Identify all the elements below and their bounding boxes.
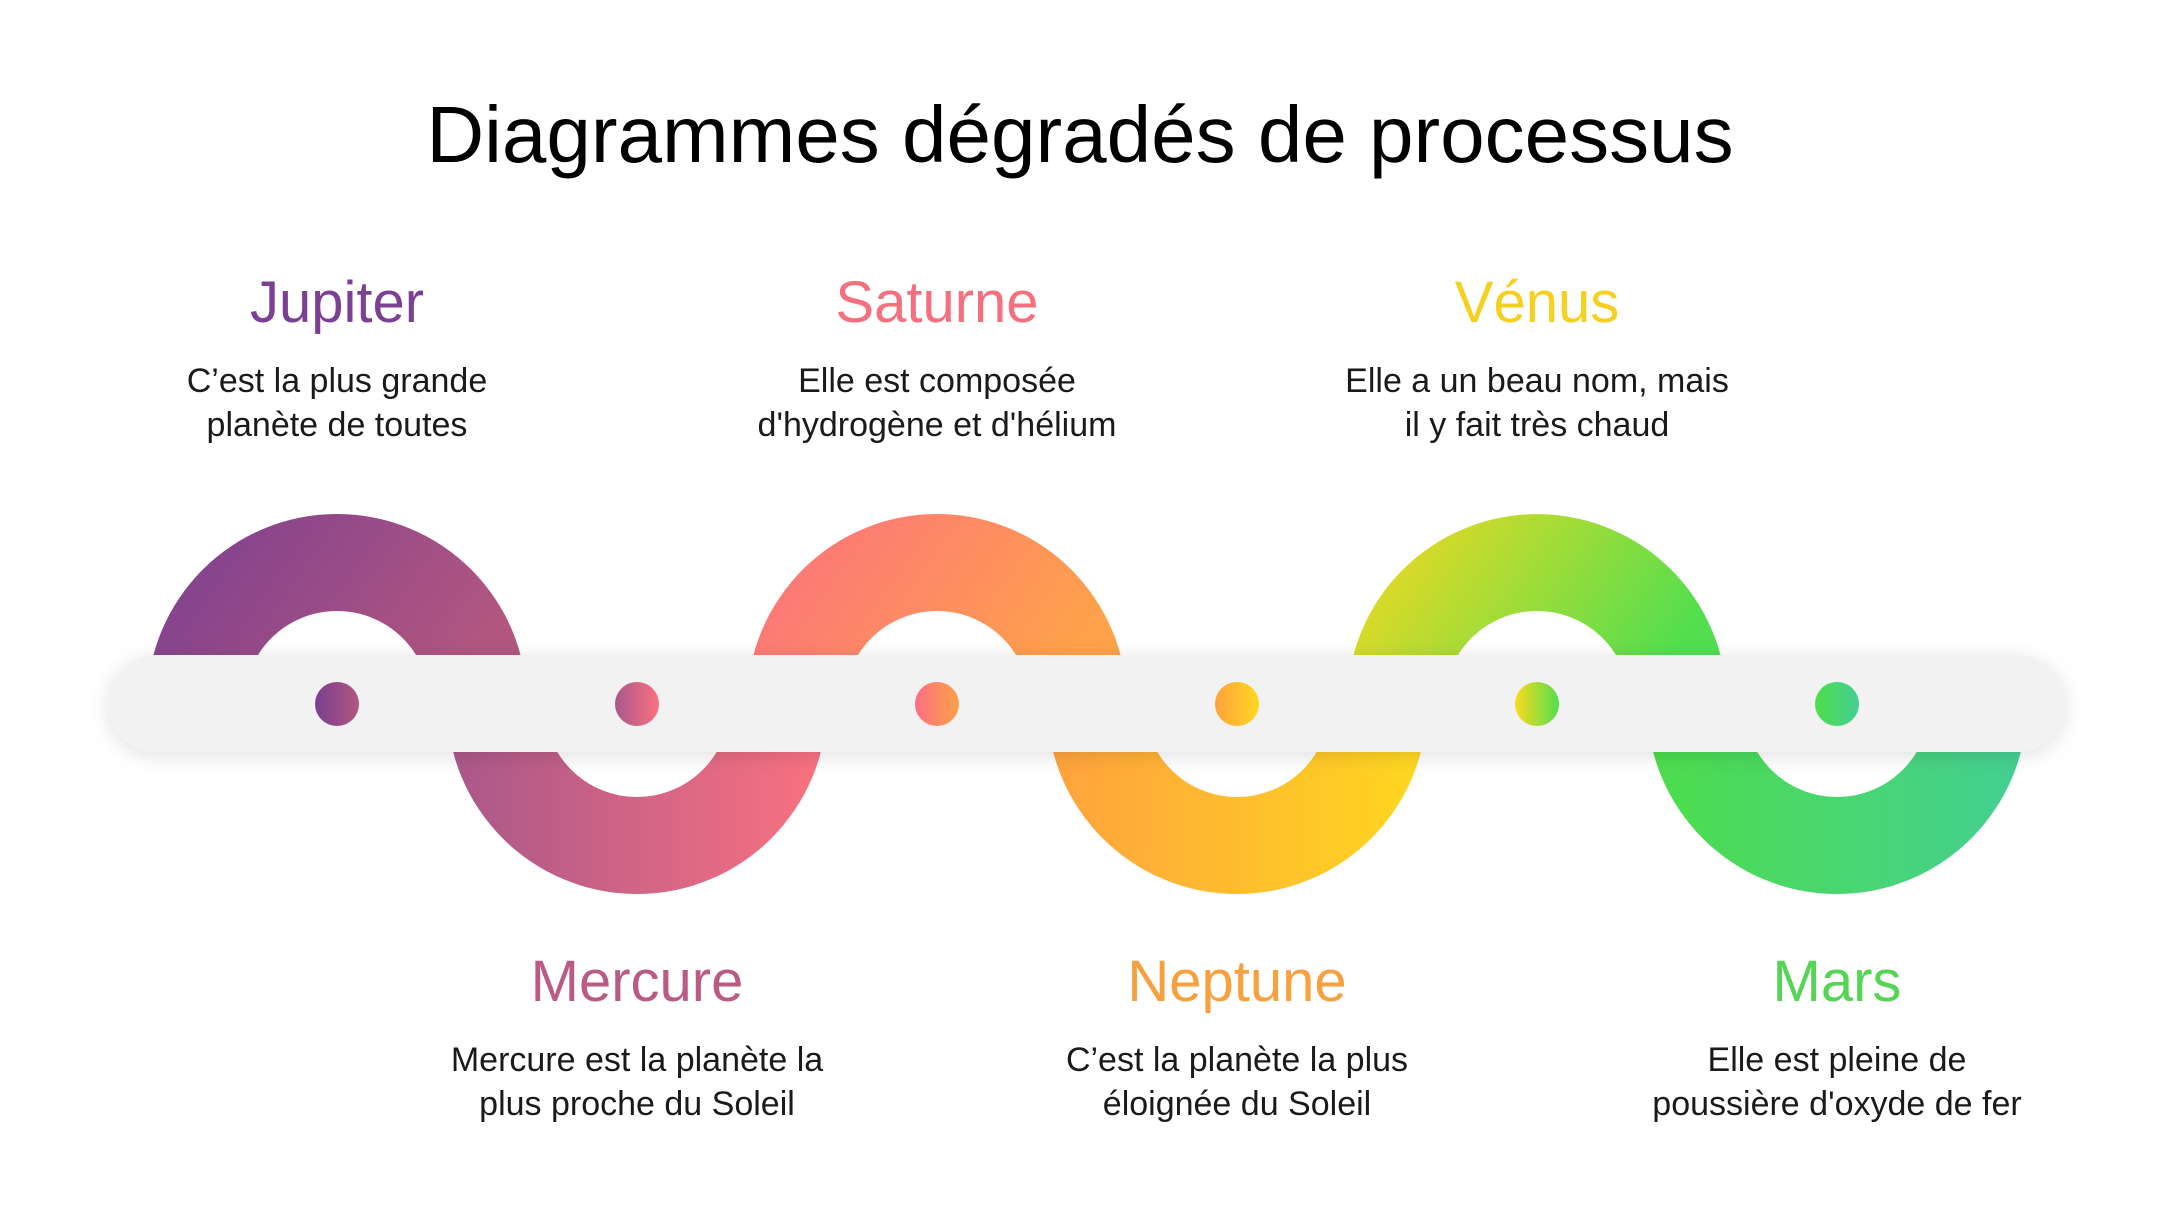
step-title-2: Mercure bbox=[530, 949, 744, 1014]
timeline-bar bbox=[108, 655, 2065, 752]
step-description-line: planète de toutes bbox=[206, 406, 468, 444]
timeline-dot-4 bbox=[1215, 682, 1259, 726]
step-description-line: il y fait très chaud bbox=[1404, 406, 1670, 444]
step-description-line: d'hydrogène et d'hélium bbox=[757, 406, 1117, 444]
timeline-dot-1 bbox=[315, 682, 359, 726]
step-description-line: Elle a un beau nom, mais bbox=[1345, 362, 1729, 400]
step-title-3: Saturne bbox=[835, 270, 1039, 335]
step-description-4: C’est la planète la plus éloignée du Sole… bbox=[937, 1038, 1537, 1126]
step-description-line: Mercure est la planète la bbox=[450, 1041, 824, 1079]
step-description-5: Elle a un beau nom, mais il y fait très c… bbox=[1237, 359, 1837, 447]
step-description-2: Mercure est la planète la plus proche du … bbox=[337, 1038, 937, 1126]
step-description-line: Elle est composée bbox=[798, 362, 1076, 400]
step-description-line: Elle est pleine de bbox=[1707, 1041, 1967, 1079]
step-description-3: Elle est composée d'hydrogène et d'hélium bbox=[637, 359, 1237, 447]
step-description-line: C’est la planète la plus bbox=[1065, 1041, 1409, 1079]
step-description-1: C’est la plus grande planète de toutes bbox=[37, 359, 637, 447]
timeline-dot-6 bbox=[1815, 682, 1859, 726]
step-title-1: Jupiter bbox=[249, 270, 425, 335]
step-description-6: Elle est pleine de poussière d'oxyde de f… bbox=[1537, 1038, 2137, 1126]
step-description-line: poussière d'oxyde de fer bbox=[1652, 1085, 2022, 1123]
step-title-4: Neptune bbox=[1127, 949, 1347, 1014]
page-title: Diagrammes dégradés de processus bbox=[426, 90, 1734, 179]
timeline-dot-2 bbox=[615, 682, 659, 726]
step-title-6: Mars bbox=[1772, 949, 1902, 1014]
step-title-5: Vénus bbox=[1454, 270, 1620, 335]
timeline-dot-3 bbox=[915, 682, 959, 726]
step-description-line: C’est la plus grande bbox=[186, 362, 488, 400]
timeline-dot-5 bbox=[1515, 682, 1559, 726]
step-description-line: éloignée du Soleil bbox=[1102, 1085, 1372, 1123]
step-description-line: plus proche du Soleil bbox=[479, 1085, 795, 1123]
